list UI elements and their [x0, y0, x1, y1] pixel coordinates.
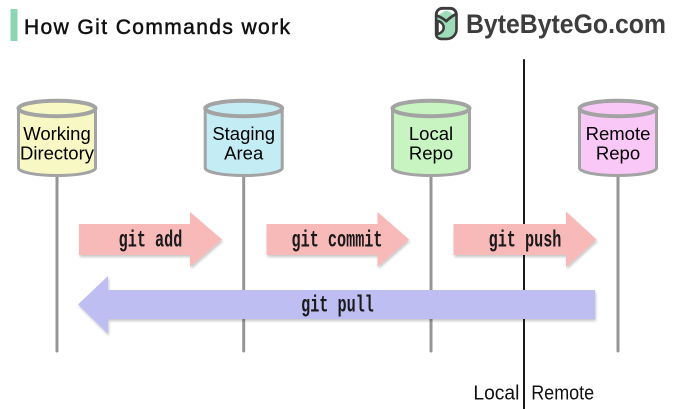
svg-text:Repo: Repo: [409, 143, 453, 164]
svg-text:git pull: git pull: [301, 293, 374, 319]
svg-text:Local: Local: [473, 383, 519, 405]
svg-text:How Git Commands work: How Git Commands work: [24, 16, 291, 39]
svg-text:Staging: Staging: [212, 123, 275, 144]
svg-text:Area: Area: [224, 143, 264, 164]
svg-text:Remote: Remote: [531, 383, 594, 405]
svg-text:git add: git add: [119, 228, 183, 254]
svg-text:git push: git push: [489, 228, 562, 254]
svg-text:Remote: Remote: [586, 123, 651, 144]
svg-text:ByteByteGo.com: ByteByteGo.com: [466, 9, 666, 39]
svg-text:Local: Local: [409, 123, 453, 144]
svg-text:Working: Working: [23, 123, 91, 144]
svg-text:Directory: Directory: [20, 143, 95, 164]
svg-text:Repo: Repo: [596, 143, 640, 164]
svg-text:git commit: git commit: [291, 228, 382, 254]
